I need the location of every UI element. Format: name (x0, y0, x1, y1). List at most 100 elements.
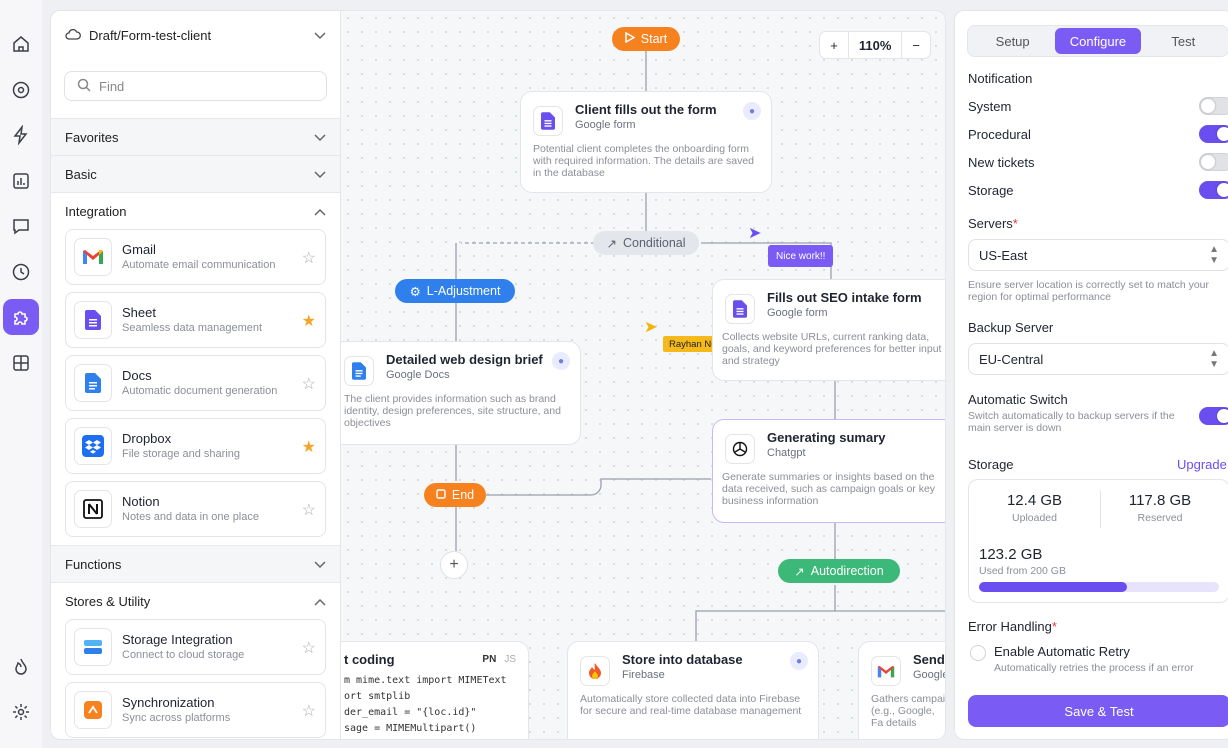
updown-icon: ▲▼ (1209, 244, 1219, 266)
conditional-pill[interactable]: ↗Conditional (593, 231, 699, 255)
chevron-down-icon (314, 167, 326, 182)
language-tab[interactable]: JS (504, 654, 516, 665)
required-mark: * (1051, 619, 1057, 634)
clock-icon[interactable] (7, 258, 35, 286)
section-label: Functions (65, 556, 122, 572)
integration-name: Notion (122, 494, 160, 509)
code-line: ort smtplib (344, 691, 411, 702)
library-panel: Draft/Form-test-client Find Favorites Ba… (50, 10, 341, 740)
section-integration[interactable]: Integration (51, 192, 340, 229)
auto-switch-hint: Switch automatically to backup servers i… (968, 410, 1175, 434)
toggle-label: Storage (968, 183, 1014, 198)
zoom-in-button[interactable]: + (820, 32, 849, 58)
node-title: Detailed web design brief (386, 352, 543, 367)
zoom-out-button[interactable]: − (901, 32, 930, 58)
node-send[interactable]: Send aGoogle Gathers campai (e.g., Googl… (858, 641, 946, 739)
language-tab[interactable]: PN (482, 654, 497, 665)
toggle-label: Procedural (968, 127, 1031, 142)
compass-icon[interactable] (7, 76, 35, 104)
node-code[interactable]: t coding PN JS m mime.text import MIMETe… (341, 641, 529, 739)
auto-switch-toggle[interactable] (1199, 407, 1228, 425)
retry-radio[interactable] (970, 645, 986, 661)
uploaded-value: 12.4 GB (1006, 492, 1063, 509)
flame-icon[interactable] (7, 653, 35, 681)
star-icon[interactable]: ☆ (301, 703, 316, 720)
chart-icon[interactable] (7, 167, 35, 195)
error-label: Error Handling* (968, 619, 1057, 634)
user-avatar-icon: ● (790, 652, 808, 670)
backup-server-select[interactable]: EU-Central▲▼ (968, 343, 1228, 375)
backup-label: Backup Server (968, 320, 1054, 335)
integration-desc: File storage and sharing (122, 448, 241, 460)
dropbox-icon (74, 427, 112, 465)
cursor-label-nice: Nice work!! (768, 245, 834, 267)
project-selector[interactable]: Draft/Form-test-client (51, 11, 340, 59)
grid-icon[interactable] (7, 349, 35, 377)
workflow-canvas[interactable]: + 110% − Start Client fills out the form… (341, 10, 946, 740)
tab-configure[interactable]: Configure (1055, 28, 1141, 54)
icon-rail (0, 0, 42, 748)
node-subtitle: Google (913, 669, 946, 681)
updown-icon: ▲▼ (1209, 348, 1219, 370)
start-pill[interactable]: Start (612, 27, 680, 51)
chat-icon[interactable] (7, 212, 35, 240)
retry-label: Enable Automatic Retry (994, 644, 1130, 659)
storage-card: 12.4 GB Uploaded 117.8 GB Reserved 123.2… (968, 479, 1228, 603)
section-stores-utility[interactable]: Stores & Utility (51, 582, 340, 619)
upgrade-link[interactable]: Upgrade (1177, 457, 1227, 472)
storage-progress-fill (979, 582, 1127, 592)
storage-toggle[interactable] (1199, 181, 1228, 199)
utility-desc: Sync across platforms (122, 712, 231, 724)
l-adjustment-pill[interactable]: ⚙L-Adjustment (395, 279, 515, 303)
stop-icon (436, 488, 446, 502)
procedural-toggle[interactable] (1199, 125, 1228, 143)
integration-desc: Seamless data management (122, 322, 263, 334)
add-node-button[interactable]: + (440, 551, 468, 579)
system-toggle[interactable] (1199, 97, 1228, 115)
used-value: 123.2 GB (979, 546, 1043, 563)
section-basic[interactable]: Basic (51, 155, 340, 192)
code-block: m mime.text import MIMEText ort smtplib … (344, 673, 516, 737)
home-icon[interactable] (7, 30, 35, 58)
autodirection-label: Autodirection (810, 564, 884, 578)
section-favorites[interactable]: Favorites (51, 118, 340, 155)
tab-setup[interactable]: Setup (995, 33, 1030, 49)
integration-name: Docs (122, 368, 152, 383)
star-filled-icon[interactable]: ★ (301, 313, 316, 330)
new-tickets-toggle[interactable] (1199, 153, 1228, 171)
star-icon[interactable]: ☆ (301, 502, 316, 519)
star-icon[interactable]: ☆ (301, 640, 316, 657)
cloud-icon (65, 28, 81, 43)
bolt-icon[interactable] (7, 121, 35, 149)
star-icon[interactable]: ☆ (301, 250, 316, 267)
reserved-label: Reserved (1137, 512, 1183, 524)
search-input[interactable]: Find (64, 71, 327, 101)
star-filled-icon[interactable]: ★ (301, 439, 316, 456)
server-select[interactable]: US-East▲▼ (968, 239, 1228, 271)
star-icon[interactable]: ☆ (301, 376, 316, 393)
tab-test[interactable]: Test (1171, 33, 1196, 49)
utility-name: Synchronization (122, 695, 215, 710)
reserved-value: 117.8 GB (1128, 492, 1192, 509)
conditional-label: Conditional (622, 236, 686, 250)
end-pill[interactable]: End (424, 483, 486, 507)
settings-icon[interactable] (7, 698, 35, 726)
section-functions[interactable]: Functions (51, 545, 340, 582)
node-description: Generate summaries or insights based on … (722, 471, 936, 507)
save-test-button[interactable]: Save & Test (968, 695, 1228, 727)
autodirection-pill[interactable]: ↗Autodirection (778, 559, 900, 583)
connectors (455, 51, 945, 643)
puzzle-icon[interactable] (3, 299, 39, 335)
